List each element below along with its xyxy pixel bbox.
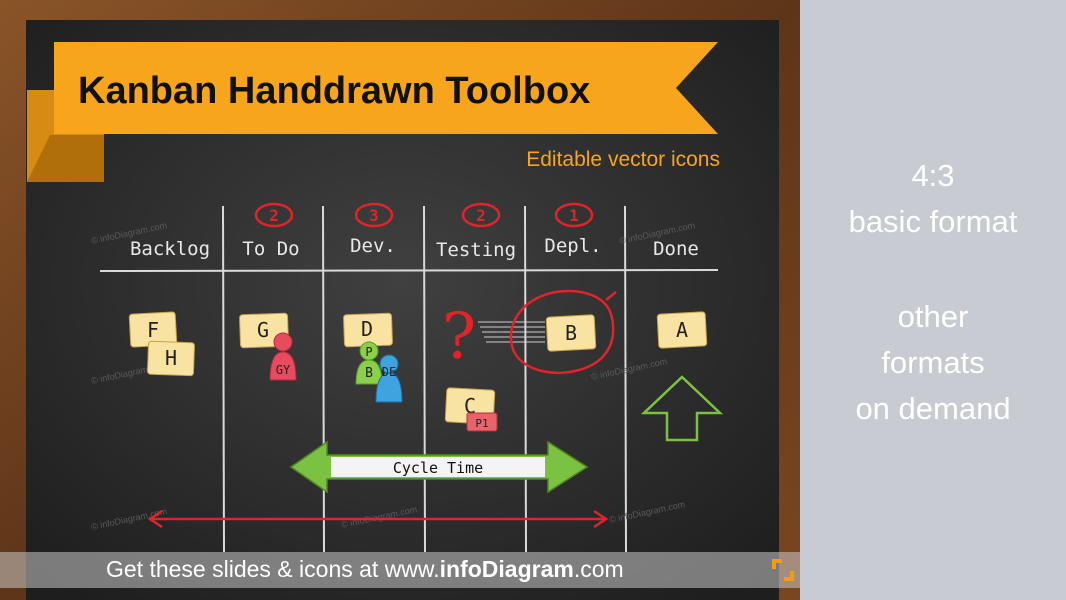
card-a-label: A [676, 318, 688, 342]
board-grid [99, 205, 719, 553]
card-d-label: D [361, 317, 373, 341]
wip-limits [254, 202, 594, 228]
format-other-line1: other [897, 299, 969, 334]
infodiagram-logo-icon [772, 559, 794, 581]
format-other-line3: on demand [855, 391, 1011, 426]
priority-tag [466, 412, 498, 432]
footer-bar: Get these slides & icons at www.infoDiag… [0, 552, 800, 588]
footer-suffix: .com [573, 556, 624, 582]
wip-circle-dev [354, 202, 394, 228]
column-header-todo: To Do [242, 238, 299, 260]
priority-tag-label: P1 [475, 417, 488, 430]
wip-circle-testing [461, 202, 501, 228]
person-token-gy[interactable] [269, 332, 297, 381]
person-token-b[interactable] [355, 341, 383, 385]
person-de-label: DE [382, 365, 396, 379]
page-title: Kanban Handdrawn Toolbox [78, 70, 590, 112]
format-other: other formats on demand [800, 294, 1066, 432]
card-f-label: F [147, 318, 159, 342]
slide: Kanban Handdrawn Toolbox Editable vector… [0, 0, 800, 600]
card-b-label: B [565, 321, 577, 345]
cycle-time-band [331, 457, 545, 477]
wip-circle-depl [554, 202, 594, 228]
person-p-label: P [365, 345, 372, 359]
footer-brand[interactable]: infoDiagram [439, 556, 574, 582]
column-header-dev: Dev. [350, 235, 396, 257]
footer-text: Get these slides & icons at www.infoDiag… [106, 556, 624, 583]
red-circle-icon [509, 289, 617, 374]
wip-value-dev: 3 [369, 206, 379, 225]
wip-value-depl: 1 [569, 206, 579, 225]
card-b[interactable] [545, 314, 597, 352]
wip-value-testing: 2 [476, 206, 486, 225]
column-header-depl: Depl. [544, 235, 601, 257]
question-mark: ? [442, 300, 476, 374]
person-gy-label: GY [276, 363, 291, 377]
person-token-de[interactable] [375, 354, 403, 403]
subtitle: Editable vector icons [526, 148, 720, 171]
format-basic: 4:3 basic format [800, 153, 1066, 245]
format-basic-label: basic format [848, 204, 1018, 239]
wip-value-todo: 2 [269, 206, 279, 225]
card-g-label: G [257, 318, 269, 342]
column-headers: Backlog To Do Dev. Testing Depl. Done [130, 235, 699, 261]
format-ratio: 4:3 [911, 158, 955, 193]
card-h-label: H [165, 346, 177, 370]
card-c-label: C [464, 394, 476, 418]
column-header-backlog: Backlog [130, 238, 210, 260]
title-ribbon [54, 42, 718, 134]
cycle-time-label: Cycle Time [393, 459, 483, 477]
lead-time-arrow [147, 509, 609, 529]
column-header-testing: Testing [436, 239, 516, 261]
card-a[interactable] [656, 311, 708, 349]
up-arrow-icon [640, 375, 724, 442]
card-h[interactable] [147, 340, 195, 377]
person-b-label: B [365, 366, 373, 381]
format-info-panel: 4:3 basic format other formats on demand [800, 0, 1066, 600]
ribbon-fold-shadow [27, 135, 104, 182]
wip-circle-todo [254, 202, 294, 228]
footer-prefix: Get these slides & icons at www. [106, 556, 440, 582]
kanban-board: Kanban Handdrawn Toolbox Editable vector… [0, 0, 800, 600]
cards [128, 311, 708, 425]
column-header-done: Done [653, 238, 699, 260]
format-other-line2: formats [881, 345, 985, 380]
